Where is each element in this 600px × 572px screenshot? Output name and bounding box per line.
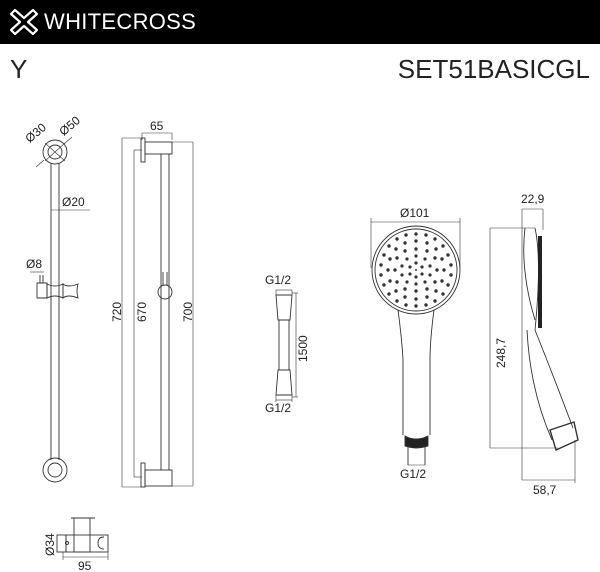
model-code: SET51BASICGL bbox=[397, 54, 590, 84]
dim-slider-width: 95 bbox=[78, 559, 92, 572]
dim-rail-diameter: Ø20 bbox=[62, 195, 85, 209]
dim-inner-diameter: Ø30 bbox=[22, 120, 49, 146]
dim-total-height: 720 bbox=[110, 302, 124, 322]
brand-name: WHITECROSS bbox=[44, 9, 197, 34]
hose-view bbox=[275, 289, 298, 402]
handshower-front-view bbox=[370, 218, 461, 466]
dim-bracket-span: 670 bbox=[135, 302, 149, 322]
handshower-side-view bbox=[489, 208, 579, 483]
rail-side-view bbox=[121, 132, 194, 488]
slider-top-view bbox=[56, 517, 109, 560]
dim-hose-bottom-thread: G1/2 bbox=[265, 401, 291, 415]
header-bar: WHITECROSS bbox=[0, 0, 600, 44]
dim-slider-diameter: Ø34 bbox=[43, 533, 57, 556]
dim-pin-diameter: Ø8 bbox=[26, 257, 42, 271]
dim-outer-diameter: Ø50 bbox=[56, 113, 83, 139]
nozzle-pattern bbox=[379, 232, 453, 308]
cross-outline-logo-icon bbox=[9, 8, 39, 36]
dim-hose-length: 1500 bbox=[296, 335, 310, 362]
dim-handshower-thread: G1/2 bbox=[400, 467, 426, 481]
dim-head-thickness: 22,9 bbox=[521, 192, 545, 206]
dim-depth-65: 65 bbox=[150, 119, 164, 133]
dim-rail-length: 700 bbox=[181, 302, 195, 322]
dim-hose-top-thread: G1/2 bbox=[265, 273, 291, 287]
series-title: Y bbox=[10, 54, 28, 84]
dim-head-diameter: Ø101 bbox=[400, 206, 430, 220]
rail-front-view bbox=[30, 136, 90, 483]
dim-handshower-depth: 58,7 bbox=[533, 483, 557, 497]
dim-handshower-length: 248,7 bbox=[494, 338, 508, 368]
